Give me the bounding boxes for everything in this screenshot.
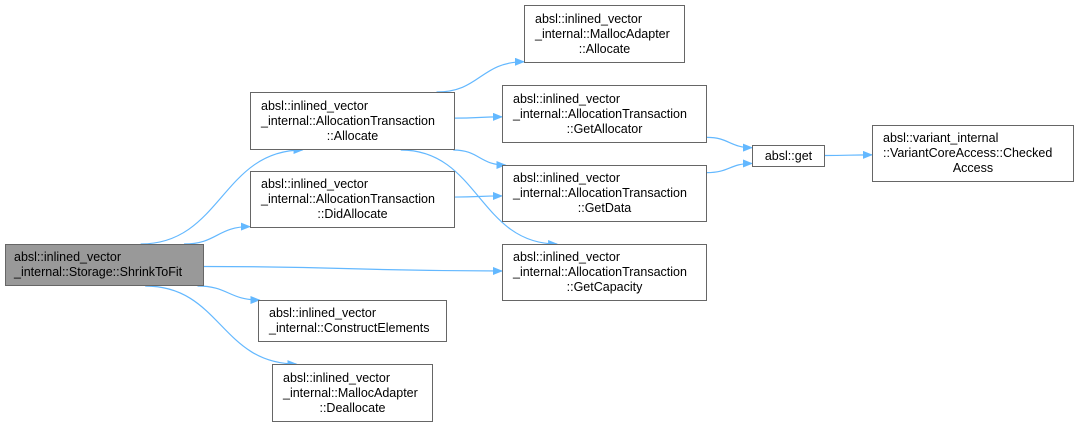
edge-shrink_to_fit-to-construct_elements <box>197 285 261 304</box>
edge-at_did_allocate-to-at_get_data <box>454 191 503 200</box>
node-label-line: Access <box>952 161 994 175</box>
node-label-line: _internal::Storage::ShrinkToFit <box>14 265 183 279</box>
node-label-line: absl::variant_internal <box>883 131 999 145</box>
node-label-line: _internal::AllocationTransaction <box>513 186 687 200</box>
node-malloc-adapter-deallocate[interactable]: absl::inlined_vector _internal::MallocAd… <box>272 364 433 422</box>
node-label-line: ::Deallocate <box>319 400 386 415</box>
node-label-line: ::Allocate <box>326 128 379 143</box>
node-label-line: ::DidAllocate <box>317 207 388 221</box>
node-label-line: ::GetAllocator <box>566 121 643 136</box>
node-storage-shrink-to-fit[interactable]: absl::inlined_vector _internal::Storage:… <box>5 244 204 286</box>
node-label-line: _internal::ConstructElements <box>269 321 430 335</box>
node-label-line: _internal::MallocAdapter <box>283 385 418 400</box>
edge-shrink_to_fit-to-ma_deallocate <box>145 285 298 368</box>
node-label-line: absl::get <box>764 148 813 163</box>
node-label-line: _internal::MallocAdapter <box>535 26 670 41</box>
node-label-line: ::Allocate <box>578 41 631 56</box>
node-label-line: _internal::AllocationTransaction <box>513 265 687 279</box>
node-variant-core-access-checked-access[interactable]: absl::variant_internal ::VariantCoreAcce… <box>872 125 1074 182</box>
node-label-line: absl::inlined_vector <box>513 250 621 264</box>
node-allocation-transaction-allocate[interactable]: absl::inlined_vector _internal::Allocati… <box>250 92 455 150</box>
node-absl-get[interactable]: absl::get <box>752 145 825 167</box>
node-label-line: ::GetCapacity <box>566 280 643 294</box>
node-label-line: absl::inlined_vector <box>283 370 391 385</box>
node-label-line: absl::inlined_vector <box>513 91 621 106</box>
node-allocation-transaction-get-allocator[interactable]: absl::inlined_vector _internal::Allocati… <box>502 85 707 143</box>
node-allocation-transaction-get-data[interactable]: absl::inlined_vector _internal::Allocati… <box>502 165 707 222</box>
node-label-line: absl::inlined_vector <box>261 98 369 113</box>
edge-shrink_to_fit-to-at_get_capacity <box>203 265 503 275</box>
node-label-line: absl::inlined_vector <box>261 177 369 191</box>
edge-absl_get-to-checked_access <box>824 150 873 159</box>
node-label-line: absl::inlined_vector <box>269 306 377 320</box>
edge-at_get_allocator-to-absl_get <box>706 136 753 152</box>
node-label-line: absl::inlined_vector <box>535 11 643 26</box>
edge-at_allocate-to-at_get_data <box>453 149 507 169</box>
edge-at_allocate-to-ma_allocate <box>436 57 525 93</box>
node-label-line: absl::inlined_vector <box>513 171 621 185</box>
edge-shrink_to_fit-to-at_allocate <box>140 146 304 245</box>
edge-at_allocate-to-at_get_allocator <box>454 112 503 121</box>
node-label-line: absl::inlined_vector <box>14 250 122 264</box>
node-label-line: _internal::AllocationTransaction <box>513 106 687 121</box>
node-allocation-transaction-did-allocate[interactable]: absl::inlined_vector _internal::Allocati… <box>250 171 455 228</box>
edge-at_get_data-to-absl_get <box>706 159 753 174</box>
node-malloc-adapter-allocate[interactable]: absl::inlined_vector _internal::MallocAd… <box>524 5 685 63</box>
node-construct-elements[interactable]: absl::inlined_vector _internal::Construc… <box>258 300 447 342</box>
edge-shrink_to_fit-to-at_did_allocate <box>184 222 251 245</box>
node-label-line: ::VariantCoreAccess::Checked <box>883 146 1053 160</box>
node-label-line: _internal::AllocationTransaction <box>261 192 435 206</box>
node-allocation-transaction-get-capacity[interactable]: absl::inlined_vector _internal::Allocati… <box>502 244 707 301</box>
node-label-line: ::GetData <box>577 201 632 215</box>
node-label-line: _internal::AllocationTransaction <box>261 113 435 128</box>
